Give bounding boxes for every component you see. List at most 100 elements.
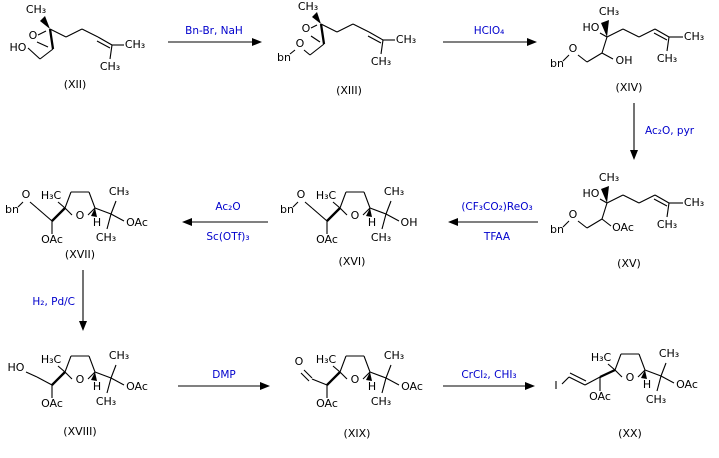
xviii-ring-methyl-label: H₃C [41,353,62,366]
double-bond [367,35,382,44]
xiii-bonds [289,12,395,56]
xvi-caption: (XVI) [339,255,366,268]
xviii-hydroxyl-label: HO [8,361,25,374]
xiii-methyl-bottom-label: CH₃ [371,55,391,68]
xvi-bonds [292,191,400,234]
bond [49,28,67,38]
xix-methyl-bottom-label: CH₃ [371,395,391,408]
bond [51,207,66,222]
xx-ring-methyl-label: H₃C [591,351,612,364]
arrow-step8: CrCl₂, CHI₃ [443,369,535,390]
bond [656,375,662,392]
bond [36,376,53,386]
bond [292,201,299,208]
bond [601,36,608,54]
double-bond [654,28,670,38]
xviii-ring-h-label: H [93,380,101,393]
xviii-acetate-right-label: OAc [126,380,148,393]
bond [601,52,614,60]
bond [109,44,113,60]
xix-caption: (XIX) [344,427,371,440]
xvi-ring-methyl-label: H₃C [316,189,337,202]
bond [29,201,38,209]
xiii-methyl-right-label: CH₃ [396,33,416,46]
bond [339,371,348,380]
bond [106,377,112,394]
wedge-bond [40,16,50,29]
bond [666,36,670,52]
double-bond [96,40,111,49]
wedge-bond [312,12,321,24]
bond [48,28,55,50]
xx-acetate-right-label: OAc [676,378,698,391]
xx-methyl-bottom-label: CH₃ [646,393,666,406]
bond [17,201,24,208]
xiii-epoxide-o-label: O [302,22,311,35]
bond [381,213,387,230]
xvii-acetate-right-label: OAc [126,216,148,229]
bond [81,28,99,38]
compound-xvi: bn O H₃C O OAc H CH₃ OH CH₃ (XVI) [280,185,417,268]
double-bond [568,376,586,386]
xviii-bonds [25,355,125,398]
xviii-methyl-top-label: CH₃ [109,349,129,362]
bond [352,23,370,33]
bond [64,355,72,373]
bond [362,207,371,216]
bond [380,39,384,55]
bond [65,28,83,38]
xvii-caption: (XVII) [65,248,95,261]
double-bond [300,372,310,382]
arrow-step4: (CF₃CO₂)ReO₃ TFAA [448,201,538,243]
bond [339,207,348,216]
bond [363,191,371,209]
arrow-head-icon [630,150,638,160]
xiv-hydroxyl2-label: OH [616,54,633,67]
compound-xv: bn O HO CH₃ OAc CH₃ CH₃ (XV) [550,171,704,270]
xviii-ring-o-label: O [76,373,85,386]
arrow-head-icon [79,321,87,331]
step7-reagents: DMP [212,369,235,381]
xii-methyl-bottom-label: CH₃ [100,60,120,73]
xix-ring-methyl-label: H₃C [316,353,337,366]
xv-hydroxyl-label: HO [583,187,600,200]
compound-xiv: bn O HO CH₃ OH CH₃ CH₃ (XIV) [550,5,704,94]
step5-reagents-below: Sc(OTf)₃ [206,231,249,243]
step3-reagents: Ac₂O, pyr [645,125,695,137]
xii-methyl-top-label: CH₃ [26,3,46,16]
xvii-methyl-top-label: CH₃ [109,185,129,198]
bond [87,371,96,380]
xvi-acetate-left-label: OAc [316,233,338,246]
xvi-hydroxyl-label: OH [401,216,418,229]
bond [39,48,54,60]
bond [87,207,96,216]
xvi-ring-o-label: O [351,209,360,222]
step6-reagents: H₂, Pd/C [32,296,75,308]
xix-bonds [300,355,400,398]
bond [303,49,311,56]
bond [599,368,616,379]
bond [88,355,96,373]
xix-ring-h-label: H [368,380,376,393]
bond [638,194,656,204]
bond [599,198,608,204]
bond [622,28,640,38]
xx-ring-h-label: H [643,378,651,391]
xvi-ether-o-label: O [297,188,306,201]
bond [363,355,371,373]
bond [369,207,387,215]
bond [562,220,570,228]
xvi-ring-h-label: H [368,216,376,229]
bond [64,191,72,209]
xii-methyl-right-label: CH₃ [125,38,145,51]
bond [106,213,112,230]
arrow-head-icon [527,38,537,46]
bond [638,28,656,38]
bond [94,371,112,379]
bond [599,32,608,38]
xix-methyl-top-label: CH₃ [384,349,404,362]
xvii-ether-o-label: O [22,188,31,201]
bond [326,207,341,222]
xvii-ring-o-label: O [76,209,85,222]
bond [614,353,622,371]
